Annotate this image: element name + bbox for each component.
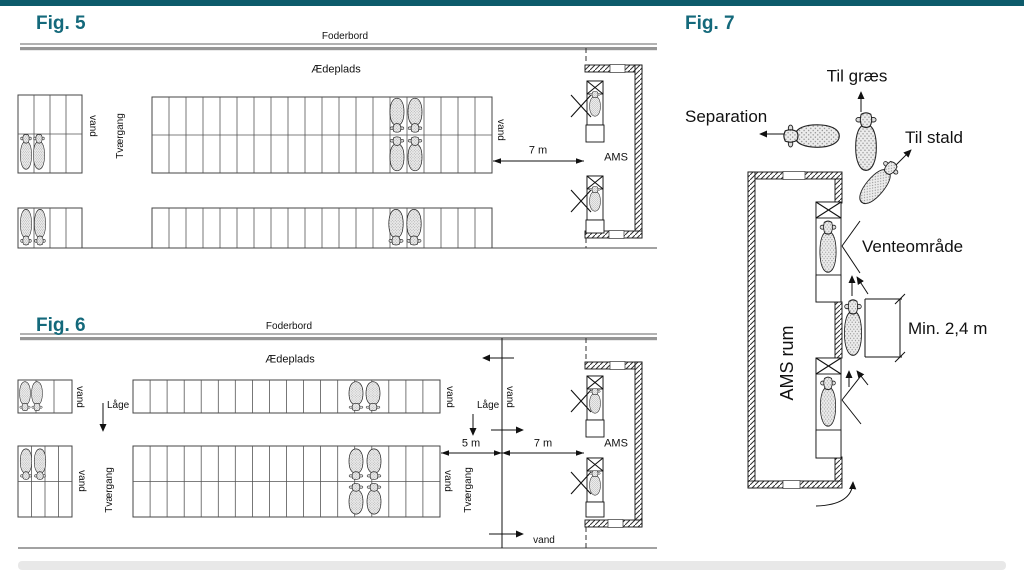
fig7-entry-arrow — [856, 276, 869, 295]
fig6-dimension-5m-label: 5 m — [461, 437, 481, 450]
fig6-vand-label-upper-left: vand — [74, 386, 85, 408]
fig6-vand-label-bottom: vand — [533, 535, 555, 546]
gate-x-icon — [570, 389, 592, 413]
cow-icon — [34, 208, 46, 246]
cow-icon — [819, 220, 837, 273]
cow-icon — [389, 136, 405, 172]
cow-icon — [407, 136, 423, 172]
cow-icon — [19, 448, 33, 480]
gate-x-icon — [570, 189, 592, 213]
cow-icon — [589, 470, 601, 496]
cow-icon — [589, 388, 601, 414]
fig5-dimension-7m-label: 7 m — [528, 144, 548, 157]
fig7-ams-bottom-door — [782, 480, 801, 489]
cow-icon — [589, 186, 601, 212]
fig5-drawing — [17, 43, 657, 249]
fig5-title: Fig. 5 — [36, 13, 86, 34]
fig6-feed-table-line — [20, 337, 657, 341]
fig5-ams-label: AMS — [604, 151, 628, 164]
cow-icon — [348, 448, 364, 480]
fig6-stall-block-long-bottom — [132, 445, 441, 518]
fig6-dimension-5m-7m — [441, 450, 584, 456]
cow-icon — [843, 299, 863, 356]
gate-x-icon — [570, 471, 592, 495]
cow-icon — [20, 208, 32, 246]
cow-icon — [33, 448, 47, 480]
fig6-ams-label: AMS — [604, 437, 628, 450]
cow-icon — [819, 376, 837, 427]
fig5-foderbord-label: Foderbord — [321, 31, 369, 42]
fig6-stall-row-long-top — [132, 379, 441, 414]
fig6-aedeplads-label: Ædeplads — [265, 353, 315, 366]
fig6-dimension-7m-label: 7 m — [533, 437, 553, 450]
fig6-laage-label-1: Låge — [107, 400, 130, 411]
cow-icon — [33, 133, 45, 170]
fig5-ams-top-door — [609, 64, 626, 73]
fig5-tvaergang-label: Tværgang — [115, 113, 126, 159]
cow-icon — [366, 483, 382, 515]
cow-icon — [589, 91, 601, 117]
fig5-stall-block-large-bottom — [151, 207, 493, 249]
cow-icon — [19, 381, 31, 412]
fig7-waiting-area-label: Venteområde — [862, 237, 964, 256]
fig6-ams-top-door — [609, 361, 626, 370]
cow-icon — [366, 448, 382, 480]
fig7-bottom-entry-arrow — [815, 481, 857, 507]
fig7-drawing — [747, 91, 912, 507]
fig6-tvaergang-label-right: Tværgang — [463, 467, 474, 513]
cow-icon — [855, 112, 877, 171]
fig5-dimension-7m — [493, 158, 584, 164]
fig6-laage-label-2: Låge — [477, 400, 500, 411]
fig7-separation-label: Separation — [685, 107, 768, 126]
cow-icon — [365, 381, 381, 412]
cow-icon — [389, 97, 405, 133]
fig6-vand-label-fence: vand — [504, 386, 515, 408]
fig5-feed-table-line — [20, 47, 657, 51]
fig6-tvaergang-label-left: Tværgang — [104, 467, 115, 513]
gate-x-icon — [570, 94, 592, 118]
fig6-vand-label-lower-right: vand — [442, 470, 453, 492]
fig7-waiting-area-pointer — [841, 220, 861, 274]
fig6-ams-bottom-door — [607, 519, 624, 528]
fig7-to-barn-label: Til stald — [905, 128, 963, 147]
fig6-title: Fig. 6 — [36, 315, 86, 336]
top-accent-bar — [0, 0, 1024, 6]
cow-icon — [348, 381, 364, 412]
fig7-title: Fig. 7 — [685, 13, 735, 34]
fig7-milking-stall-2 — [815, 357, 842, 459]
fig7-cows — [783, 112, 903, 427]
cow-icon — [20, 133, 32, 170]
fig5-vand-label-left: vand — [87, 115, 98, 137]
fig7-entry-arrow — [856, 370, 869, 386]
fig7-to-grass-label: Til græs — [826, 66, 888, 86]
fig5-stall-block-large-top — [151, 96, 493, 174]
cow-icon — [388, 208, 404, 246]
fig5-aedeplads-label: Ædeplads — [311, 63, 361, 76]
fig7-ams-top-door — [782, 171, 806, 180]
bottom-separator-band — [18, 561, 1006, 570]
fig5-vand-label-right: vand — [495, 119, 506, 141]
fig6-drawing — [17, 333, 657, 549]
fig7-stall2-pointer — [841, 376, 862, 425]
cow-icon — [783, 124, 840, 148]
fig7-min-distance-label: Min. 2,4 m — [908, 319, 988, 338]
cow-icon — [407, 97, 423, 133]
fig6-vand-label-lower-left: vand — [76, 470, 87, 492]
fig6-vand-label-upper-right: vand — [444, 386, 455, 408]
cow-icon — [31, 381, 43, 412]
cow-icon — [406, 208, 422, 246]
cow-icon — [348, 483, 364, 515]
fig5-ams-bottom-door — [608, 230, 625, 239]
fig6-foderbord-label: Foderbord — [265, 321, 313, 332]
fig7-to-barn-arrow — [893, 149, 912, 168]
fig7-ams-room-label: AMS rum — [777, 325, 797, 401]
fig7-dimension-min24 — [864, 293, 906, 363]
